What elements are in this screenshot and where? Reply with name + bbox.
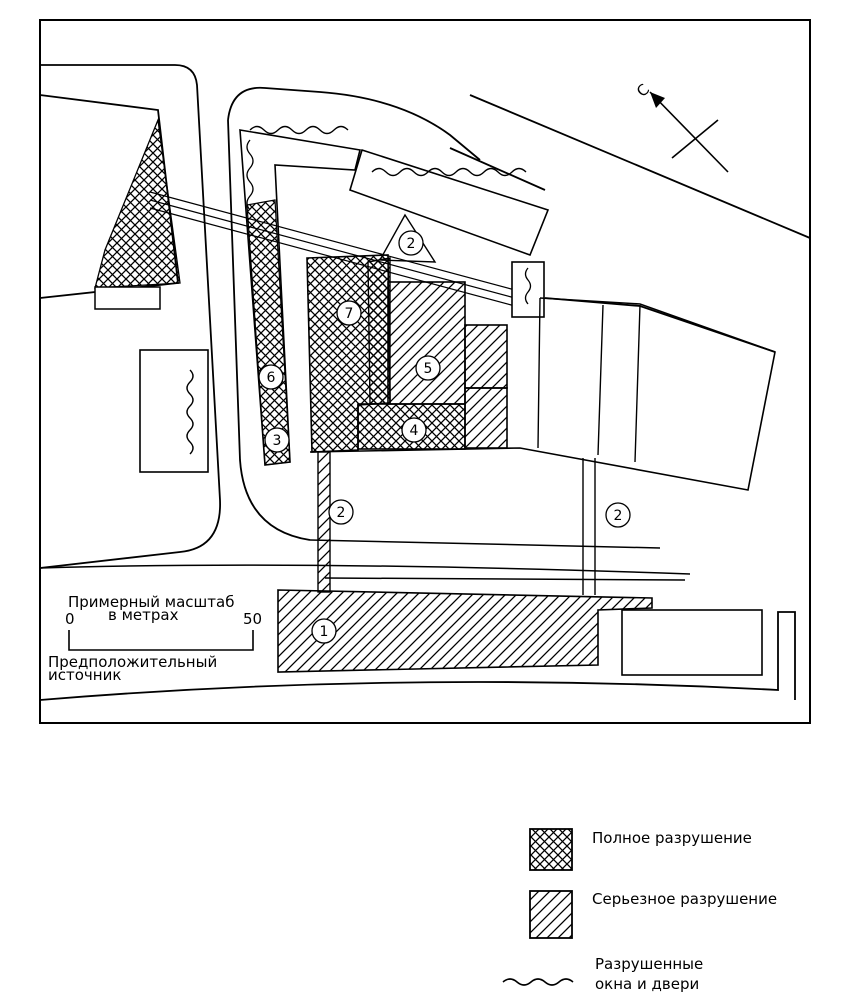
marker-3: 3 bbox=[264, 427, 290, 453]
marker-4: 4 bbox=[401, 417, 427, 443]
legend-serious-damage-label: Серьезное разрушение bbox=[592, 890, 777, 908]
scale-tick-min: 0 bbox=[65, 610, 75, 628]
legend-full-destruction-swatch bbox=[529, 828, 573, 871]
building-5-annex-top bbox=[464, 324, 508, 389]
broken-windows-left bbox=[186, 369, 194, 455]
scale-title-line2: в метрах bbox=[108, 606, 179, 624]
legend-full-destruction-label: Полное разрушение bbox=[592, 829, 752, 847]
left-road-block bbox=[39, 64, 221, 569]
scale-title-line1: Примерный масштаб bbox=[68, 593, 234, 611]
broken-windows-angled bbox=[371, 167, 527, 177]
source-label-line1: Предположительный bbox=[48, 653, 217, 671]
building-1-east bbox=[621, 609, 763, 676]
marker-6: 6 bbox=[258, 364, 284, 390]
road-line-1 bbox=[309, 539, 661, 549]
building-5-annex-bottom bbox=[464, 387, 508, 449]
pipe-tower bbox=[511, 261, 545, 318]
svg-text:2: 2 bbox=[407, 236, 416, 252]
corridor-2-left bbox=[317, 451, 331, 593]
marker-2-top: 2 bbox=[398, 230, 424, 256]
right-building-dividers bbox=[537, 297, 641, 463]
svg-text:7: 7 bbox=[345, 306, 354, 322]
central-road-block bbox=[227, 86, 481, 161]
road-line-3 bbox=[324, 577, 686, 581]
broken-windows-tower bbox=[524, 267, 532, 305]
marker-2-left: 2 bbox=[328, 499, 354, 525]
broken-windows-strip bbox=[246, 125, 349, 211]
diagonal-road-1 bbox=[469, 94, 811, 239]
legend-broken-line2: окна и двери bbox=[595, 975, 699, 993]
left-annex bbox=[94, 286, 161, 310]
building-5 bbox=[387, 281, 466, 405]
svg-text:4: 4 bbox=[410, 423, 419, 439]
right-building bbox=[309, 297, 776, 491]
angled-building bbox=[349, 148, 550, 257]
svg-text:5: 5 bbox=[424, 361, 433, 377]
bottom-road bbox=[39, 611, 796, 701]
central-road-west-edge bbox=[227, 119, 311, 541]
marker-7: 7 bbox=[336, 300, 362, 326]
svg-text:2: 2 bbox=[614, 508, 623, 524]
legend-broken-line1: Разрушенные bbox=[595, 955, 703, 973]
svg-text:1: 1 bbox=[320, 624, 329, 640]
svg-text:3: 3 bbox=[273, 433, 282, 449]
marker-1: 1 bbox=[311, 618, 337, 644]
building-7-east bbox=[367, 257, 391, 405]
svg-text:6: 6 bbox=[267, 370, 276, 386]
source-label-line2: источник bbox=[48, 666, 121, 684]
corridor-2-right bbox=[582, 458, 596, 595]
legend-serious-damage-swatch bbox=[529, 890, 573, 939]
marker-5: 5 bbox=[415, 355, 441, 381]
left-lower-building bbox=[139, 349, 209, 473]
svg-text:2: 2 bbox=[337, 505, 346, 521]
legend-broken-windows-icon bbox=[502, 978, 574, 986]
scale-tick-max: 50 bbox=[243, 610, 262, 628]
marker-2-right: 2 bbox=[605, 502, 631, 528]
building-1 bbox=[277, 589, 653, 673]
scale-bar bbox=[68, 630, 254, 651]
